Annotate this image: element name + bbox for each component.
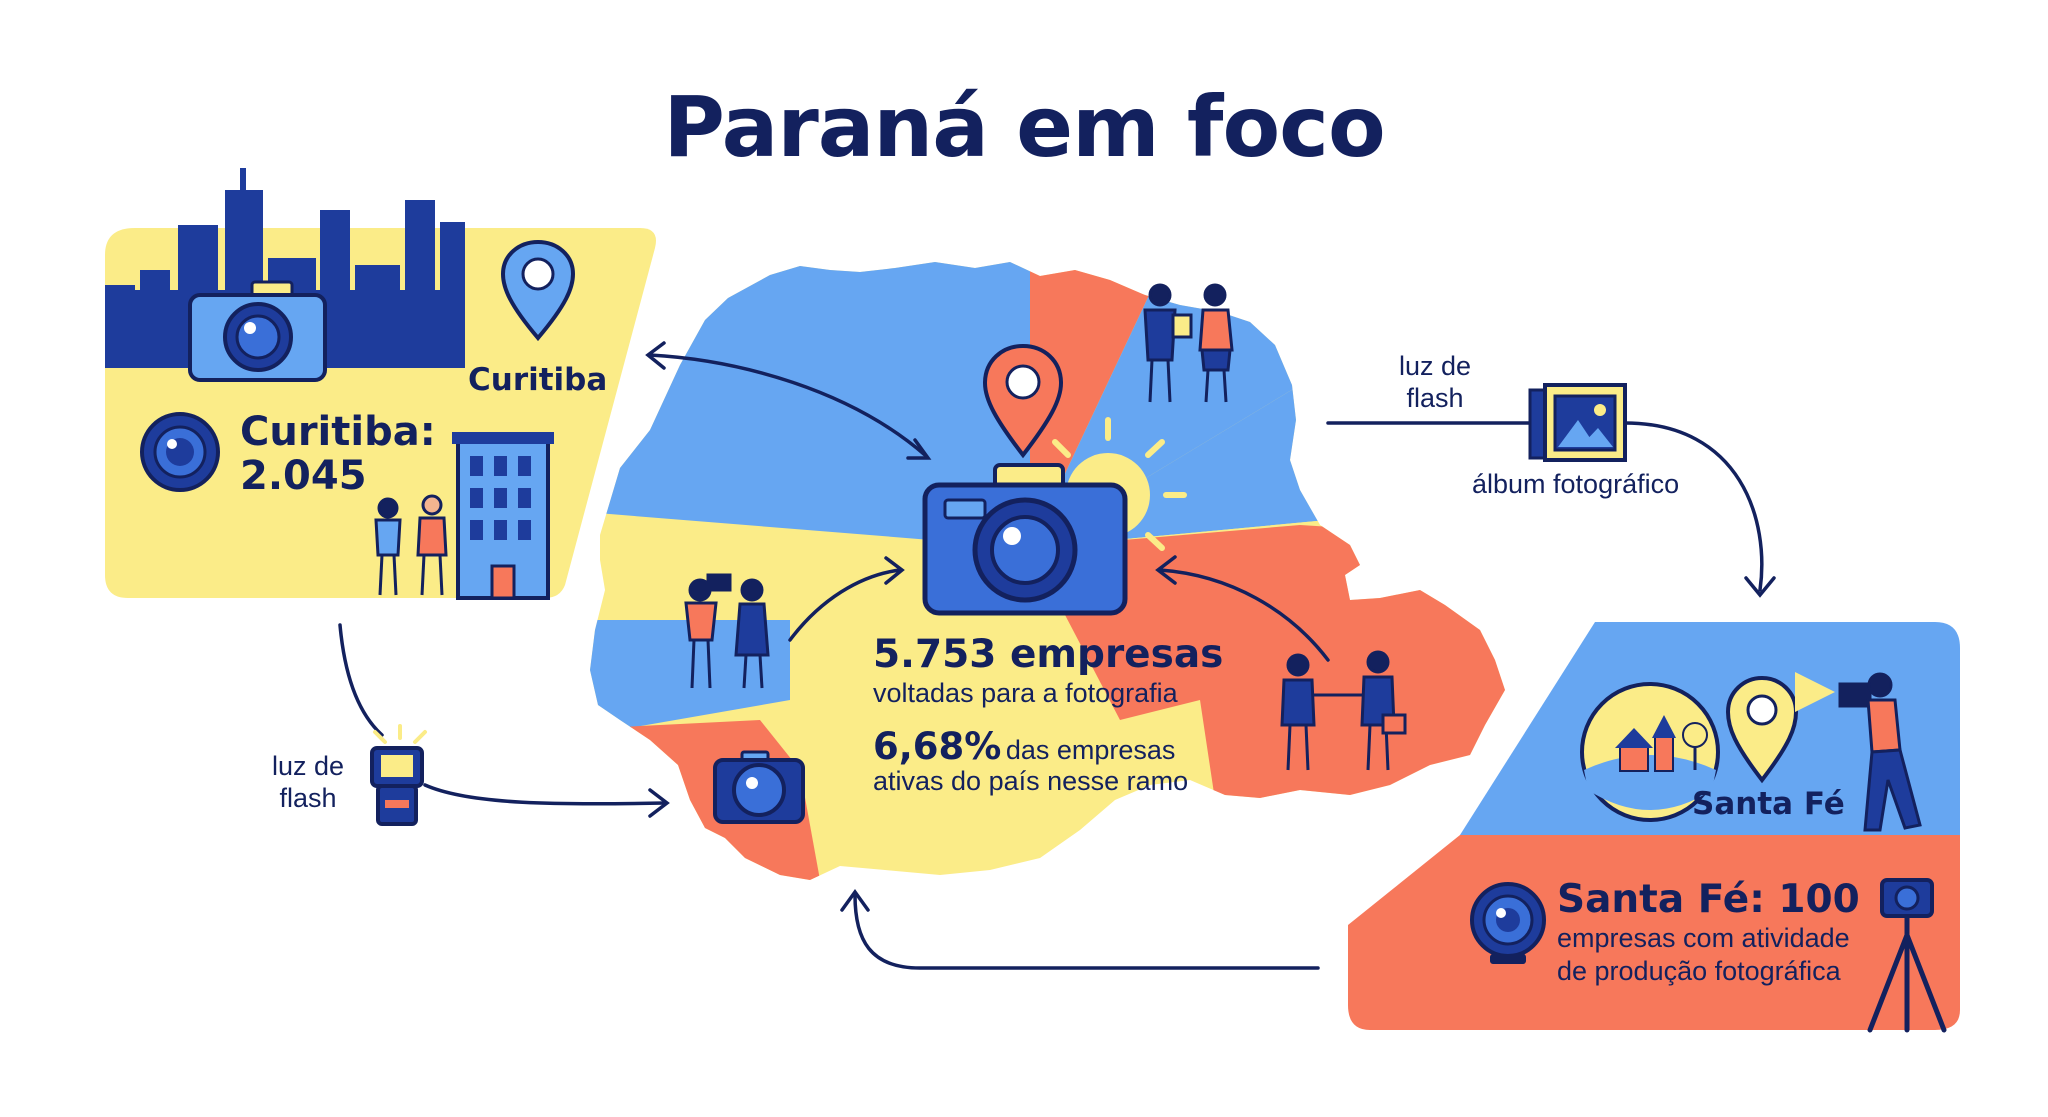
- arrow-flash-to-map: [423, 783, 667, 806]
- santa-fe-location-pin-icon: [1725, 675, 1799, 784]
- santa-fe-panel: [1348, 622, 1960, 1033]
- lens-icon: [140, 412, 220, 492]
- curitiba-stat-label: Curitiba:: [240, 409, 436, 455]
- videographer-interview-icon: [684, 573, 770, 689]
- curitiba-stat-value: 2.045: [240, 453, 367, 499]
- arrow-curitiba-down-to-flash: [338, 623, 384, 737]
- center-percent-desc1: das empresas: [1005, 735, 1176, 765]
- center-companies-count: 5.753 empresas: [873, 632, 1224, 677]
- arrow-left-people-to-center: [788, 568, 902, 642]
- center-companies-desc: voltadas para a fotografia: [873, 678, 1178, 708]
- map-center-location-pin-icon: [982, 343, 1064, 459]
- flash-device-icon: [370, 724, 427, 826]
- flash-label-top: luz de flash: [1398, 351, 1472, 413]
- photographer-icon: [1795, 672, 1922, 832]
- santa-fe-stat: Santa Fé: 100: [1557, 877, 1860, 922]
- people-talking-icon: [374, 494, 448, 596]
- photo-album-icon: [1528, 383, 1627, 462]
- tripod-camera-icon: [1867, 878, 1947, 1033]
- santa-fe-desc: empresas com atividade de produção fotog…: [1557, 923, 1850, 986]
- flash-label-left: luz de flash: [271, 751, 345, 813]
- map-center-camera-icon: [922, 463, 1128, 616]
- arrow-right-people-to-center: [1158, 568, 1330, 662]
- office-building-icon: [452, 432, 554, 600]
- center-percent-desc2: ativas do país nesse ramo: [873, 766, 1189, 796]
- curitiba-stat: Curitiba: 2.045: [240, 410, 436, 498]
- album-label: álbum fotográfico: [1472, 469, 1680, 499]
- arrow-santa-fe-to-map: [853, 893, 1320, 970]
- santa-fe-lens-icon: [1470, 882, 1546, 964]
- arrow-album-to-santa-fe: [1623, 421, 1764, 592]
- location-pin-icon: [500, 239, 576, 342]
- connector-arrows: [338, 341, 1776, 970]
- parana-map: [590, 262, 1505, 880]
- center-percent-line: 6,68% das empresas: [873, 725, 1175, 768]
- page-title: Paraná em foco: [663, 78, 1385, 176]
- village-scene-icon: [1580, 682, 1720, 822]
- curitiba-panel: [105, 168, 656, 600]
- curitiba-pin-label: Curitiba: [468, 362, 608, 398]
- business-people-icon: [1143, 283, 1234, 403]
- santa-fe-pin-label: Santa Fé: [1692, 786, 1845, 822]
- center-percent-value: 6,68%: [873, 725, 1002, 768]
- arrow-curitiba-to-map: [648, 353, 927, 457]
- handshake-icon: [1280, 650, 1407, 771]
- map-small-camera-icon: [713, 750, 805, 824]
- camera-icon: [188, 280, 327, 382]
